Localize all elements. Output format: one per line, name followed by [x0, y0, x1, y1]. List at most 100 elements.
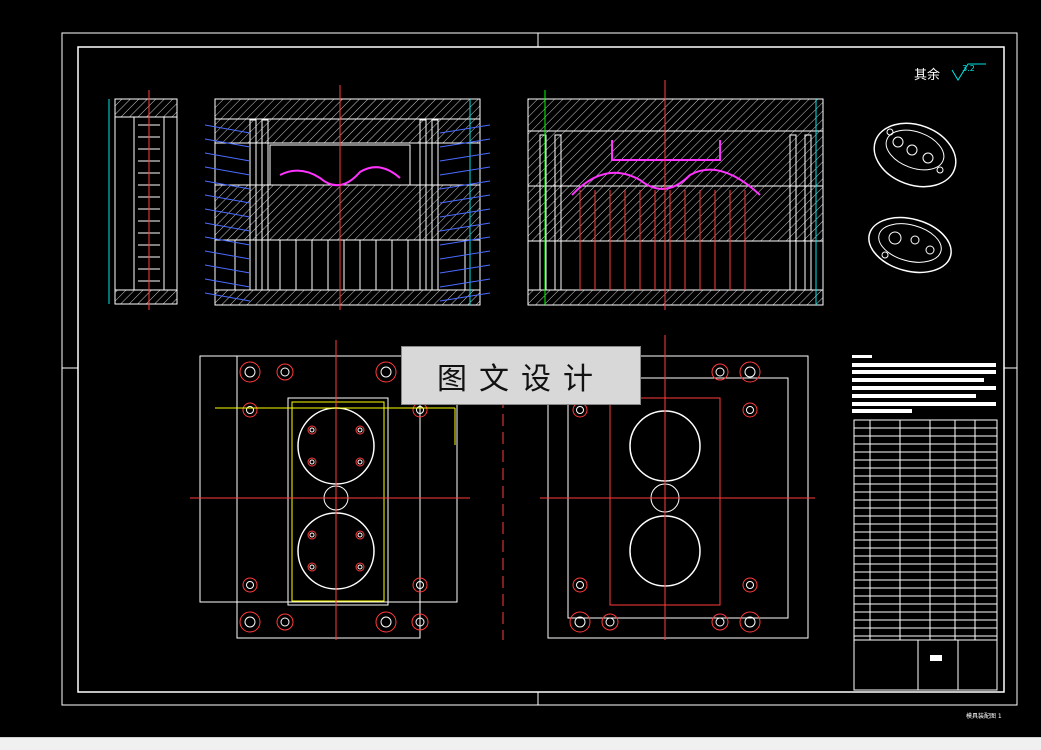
outer-sheet-border [61, 32, 1018, 706]
bolt-hole-inner [246, 406, 254, 414]
bolt-hole-inner [576, 406, 584, 414]
bolt-hole [601, 613, 619, 631]
watermark-text: 图文设计 [437, 361, 605, 397]
bolt-hole-inner [244, 366, 256, 378]
guide-pin [249, 119, 257, 291]
leader-line [439, 194, 491, 204]
leader-line [439, 236, 491, 246]
leader-line [204, 250, 251, 260]
bolt-hole [355, 457, 365, 467]
bolt-hole [572, 402, 588, 418]
bolt-hole [242, 402, 258, 418]
side-section-view [108, 90, 178, 310]
bolt-hole [239, 611, 261, 633]
bolt-hole [307, 457, 317, 467]
bolt-hole-inner [715, 367, 725, 377]
bolt-hole [355, 562, 365, 572]
bolt-hole [411, 613, 429, 631]
guide-pin [419, 119, 427, 291]
bolt-hole-inner [244, 616, 256, 628]
bolt-hole [711, 613, 729, 631]
bolt-hole-inner [380, 366, 392, 378]
parts-list-table [853, 419, 998, 691]
bolt-hole [307, 530, 317, 540]
bolt-hole-inner [357, 532, 363, 538]
leader-line [439, 208, 491, 218]
bolt-hole-inner [280, 367, 290, 377]
guide-pin [789, 134, 797, 291]
bolt-hole-inner [605, 617, 615, 627]
bolt-hole [739, 611, 761, 633]
bolt-hole [412, 577, 428, 593]
bolt-hole [355, 425, 365, 435]
bolt-hole-inner [744, 616, 756, 628]
leader-line [439, 138, 491, 148]
guide-pin [261, 119, 269, 291]
bolt-hole [307, 425, 317, 435]
fixed-half-plan-view [540, 335, 815, 640]
leader-line [439, 264, 491, 274]
bolt-hole [739, 361, 761, 383]
leader-line [204, 292, 251, 302]
leader-line [204, 222, 251, 232]
bolt-hole [742, 402, 758, 418]
bolt-hole [276, 613, 294, 631]
leader-line [439, 222, 491, 232]
guide-pin [554, 134, 562, 291]
cross-section-view [527, 80, 824, 310]
bolt-hole [711, 363, 729, 381]
bolt-hole-inner [744, 366, 756, 378]
product-isometric-bottom [868, 216, 952, 274]
bolt-hole-inner [309, 427, 315, 433]
watermark-banner: 图文设计 [401, 346, 641, 405]
bolt-hole-inner [280, 617, 290, 627]
bolt-hole [572, 577, 588, 593]
leader-line [204, 138, 251, 148]
bolt-hole-inner [574, 616, 586, 628]
bolt-hole-inner [357, 459, 363, 465]
leader-line [204, 236, 251, 246]
bolt-hole [355, 530, 365, 540]
bolt-hole [742, 577, 758, 593]
bolt-hole-inner [357, 427, 363, 433]
guide-pin [804, 134, 812, 291]
technical-requirements-text [852, 355, 996, 413]
leader-line [439, 250, 491, 260]
roughness-value: 3.2 [962, 64, 975, 73]
product-isometric-top [873, 122, 957, 188]
bolt-hole-inner [380, 616, 392, 628]
leader-line [439, 124, 491, 134]
status-bar [0, 737, 1041, 750]
bolt-hole-inner [246, 581, 254, 589]
bolt-hole-inner [309, 564, 315, 570]
bolt-hole [375, 361, 397, 383]
bolt-hole-inner [309, 532, 315, 538]
bolt-hole-inner [309, 459, 315, 465]
leader-line [439, 166, 491, 176]
bolt-hole [307, 562, 317, 572]
bolt-hole-inner [357, 564, 363, 570]
bolt-hole-inner [576, 581, 584, 589]
surface-roughness-note: 其余 3.2 [914, 64, 975, 83]
sheet-label: 模具装配图 1 [966, 713, 1002, 720]
bolt-hole-inner [416, 406, 424, 414]
guide-pin [431, 119, 439, 291]
inner-sheet-border [77, 46, 1005, 693]
leader-line [439, 292, 491, 302]
leader-line [439, 180, 491, 190]
bolt-hole [242, 577, 258, 593]
bolt-hole [239, 361, 261, 383]
roughness-symbol-icon [951, 63, 986, 81]
leader-line [204, 166, 251, 176]
leader-line [439, 278, 491, 288]
leader-line [204, 152, 251, 162]
leader-line [204, 264, 251, 274]
bolt-hole-inner [415, 617, 425, 627]
guide-pin [539, 134, 547, 291]
bolt-hole [276, 363, 294, 381]
roughness-note-label: 其余 [914, 68, 941, 83]
leader-line [204, 278, 251, 288]
bolt-hole-inner [746, 581, 754, 589]
